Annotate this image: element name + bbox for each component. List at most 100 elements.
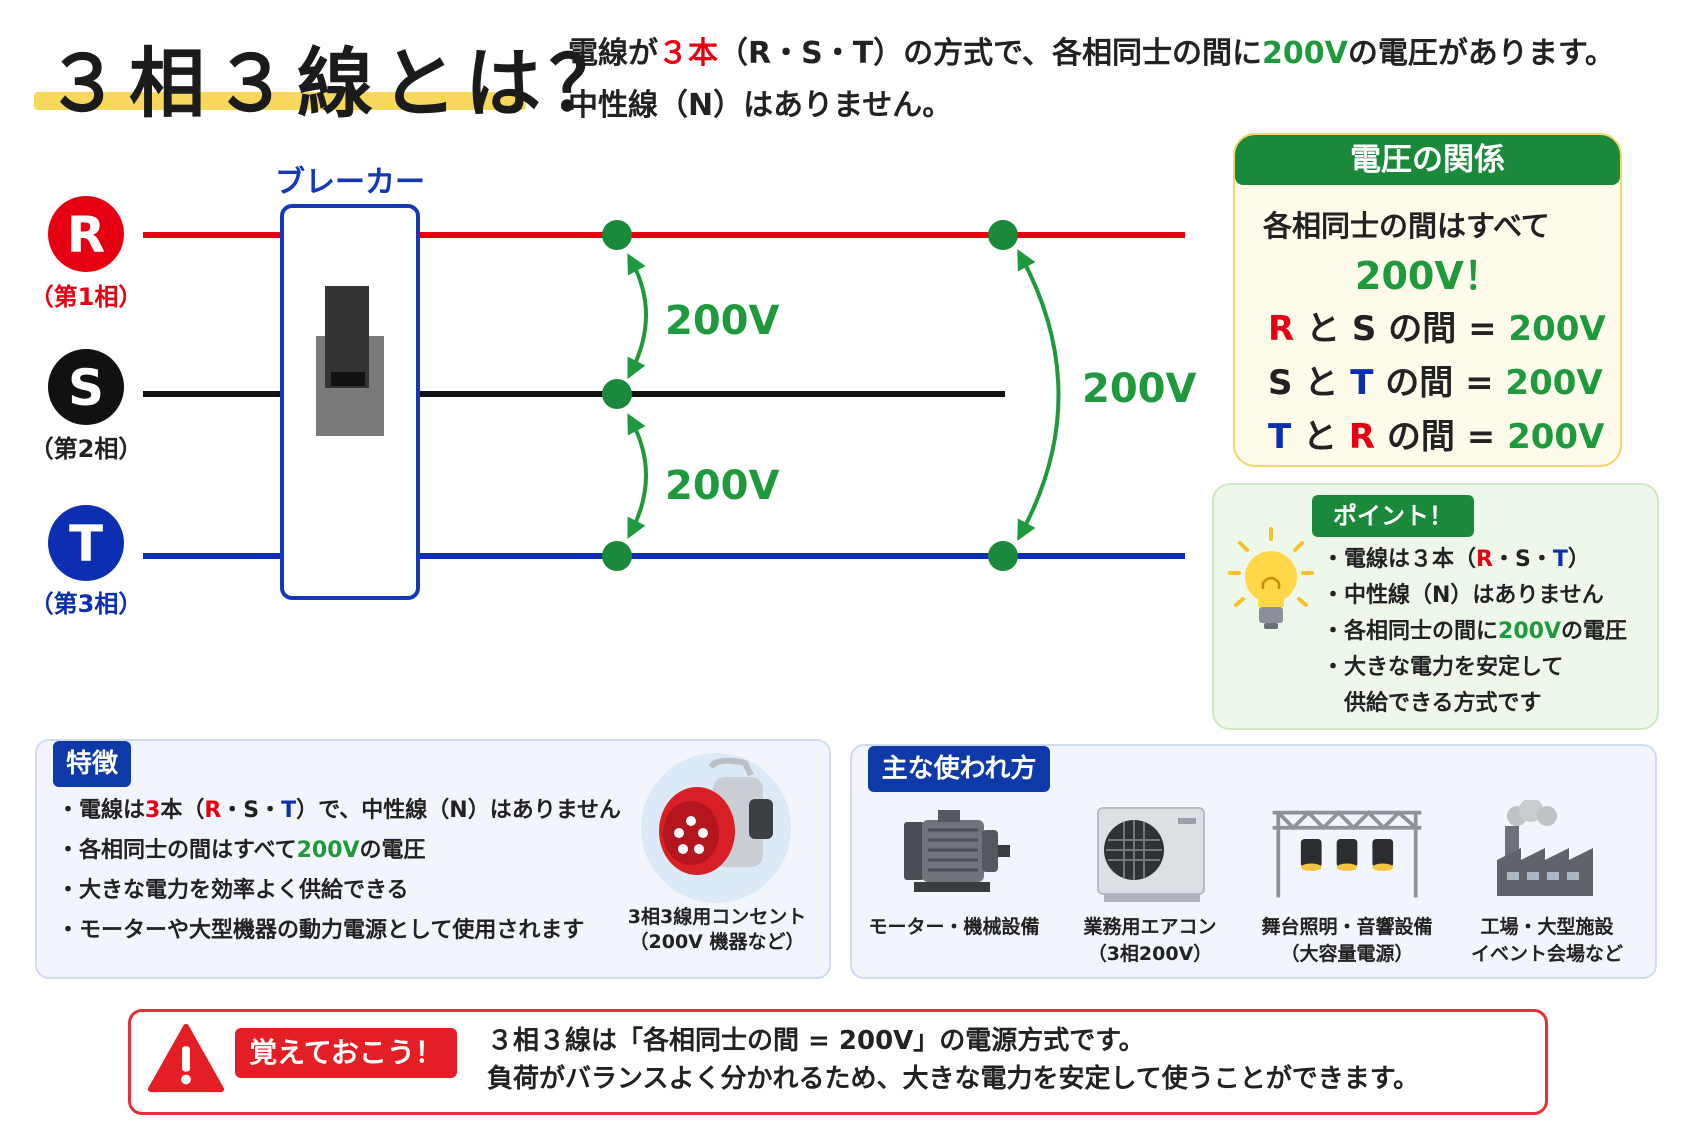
relation-conj: と <box>1306 309 1341 349</box>
point-text: 200V <box>1498 619 1561 644</box>
usage-caption-line: イベント会場など <box>1470 943 1623 965</box>
breaker-lever-tip <box>331 372 365 386</box>
usage-item-motor: モーター・機械設備 <box>859 800 1049 970</box>
list-item: ・各相同士の間に200Vの電圧 <box>1322 614 1627 650</box>
voltage-label-st: 200V <box>665 463 779 509</box>
lightbulb-icon <box>1228 527 1314 629</box>
feature-text: ・モーターや大型機器の動力電源として使用されます <box>57 918 585 943</box>
point-text: ・大きな電力を安定して <box>1322 655 1564 680</box>
junction-dot <box>988 541 1018 571</box>
phase-s-letter: S <box>68 359 104 417</box>
warning-icon <box>147 1023 225 1093</box>
remember-line: 負荷がバランスよく分かれるため、大きな電力を安定して使うことができます。 <box>487 1064 1420 1094</box>
voltage-arrow-st <box>627 413 648 539</box>
usage-caption-line: 工場・大型施設 <box>1480 916 1614 938</box>
relation-title: 電圧の関係 <box>1235 135 1620 185</box>
relation-text: 各相同士の間はすべて <box>1263 209 1550 243</box>
relation-conj: と <box>1304 363 1339 403</box>
usage-item-stage-lighting: 舞台照明・音響設備 （大容量電源） <box>1252 800 1442 970</box>
point-text: ・S・ <box>1492 547 1553 572</box>
intro-text-part: の電圧があります。 <box>1347 36 1615 71</box>
intro-line-2: 中性線（N）はありません。 <box>568 88 953 123</box>
usage-caption-line: 舞台照明・音響設備 <box>1261 916 1433 938</box>
phase-t-letter: T <box>69 515 103 573</box>
relation-phase: T <box>1268 417 1292 457</box>
feature-text: ・大きな電力を効率よく供給できる <box>57 878 409 903</box>
point-badge: ポイント！ <box>1312 495 1474 537</box>
usage-caption-line: （大容量電源） <box>1280 943 1414 965</box>
breaker-switch-lever[interactable] <box>325 286 369 388</box>
point-text: ・電線は３本（ <box>1322 547 1477 572</box>
phase-r-badge <box>48 196 124 272</box>
features-panel: 特徴 ・電線は3本（R・S・T）で、中性線（N）はありません ・各相同士の間はす… <box>35 739 831 979</box>
relation-phase: R <box>1268 309 1295 349</box>
intro-text-part: 電線が <box>568 36 658 71</box>
list-item: ・大きな電力を効率よく供給できる <box>57 871 621 911</box>
junction-dot <box>602 220 632 250</box>
relation-between: の間 <box>1388 309 1457 349</box>
relation-between: の間 <box>1386 417 1455 457</box>
phase-r-letter: R <box>67 206 106 264</box>
factory-icon <box>1497 800 1593 896</box>
air-conditioner-icon <box>1097 807 1205 902</box>
usage-panel: 主な使われ方 モーター・機械設備 <box>850 744 1657 979</box>
list-item: ・中性線（N）はありません <box>1322 578 1627 614</box>
usage-caption: 舞台照明・音響設備 （大容量電源） <box>1252 914 1442 968</box>
three-phase-plug-icon <box>659 757 773 875</box>
remember-badge: 覚えておこう！ <box>235 1028 457 1078</box>
plug-caption-line: 3相3線用コンセント <box>627 906 807 928</box>
page-title: ３相３線とは？ <box>45 39 633 128</box>
phase-s-label: （第2相） <box>30 435 143 463</box>
feature-text: ・各相同士の間はすべて <box>57 838 297 863</box>
features-badge: 特徴 <box>53 741 131 787</box>
point-text: ・各相同士の間に <box>1322 619 1499 644</box>
point-text: 供給できる方式です <box>1344 691 1542 716</box>
voltage-arrow-rs <box>627 253 648 379</box>
list-item: ・モーターや大型機器の動力電源として使用されます <box>57 911 621 951</box>
intro-wire-count: ３本 <box>658 36 718 71</box>
list-item: ・大きな電力を安定して <box>1322 650 1627 686</box>
relation-phase: S <box>1351 309 1377 349</box>
point-text: T <box>1552 547 1568 572</box>
relation-value: 200V <box>1507 417 1605 457</box>
breaker-label: ブレーカー <box>275 165 425 200</box>
intro-text-part: （R・S・T）の方式で、各相同士の間に <box>718 36 1262 71</box>
remember-bar: 覚えておこう！ ３相３線は「各相同士の間 = 200V」の電源方式です。 負荷が… <box>128 1009 1548 1115</box>
usage-item-factory: 工場・大型施設 イベント会場など <box>1452 800 1642 970</box>
feature-text: の電圧 <box>359 838 426 863</box>
point-text: R <box>1476 547 1493 572</box>
feature-text: R <box>204 798 222 823</box>
relation-conj: と <box>1303 417 1338 457</box>
list-item: ・電線は３本（R・S・T） <box>1322 542 1627 578</box>
phase-s-badge <box>48 349 124 425</box>
list-item: ・各相同士の間はすべて200Vの電圧 <box>57 831 621 871</box>
intro-voltage: 200V <box>1261 36 1348 71</box>
features-list: ・電線は3本（R・S・T）で、中性線（N）はありません ・各相同士の間はすべて2… <box>57 791 621 951</box>
feature-text: ・電線は <box>57 798 146 823</box>
relation-row-rs: R と S の間 = 200V <box>1268 301 1606 350</box>
stage-lighting-icon <box>1272 809 1422 898</box>
list-item: 供給できる方式です <box>1322 686 1627 722</box>
voltage-label-rs: 200V <box>665 298 779 344</box>
usage-caption: 工場・大型施設 イベント会場など <box>1452 914 1642 968</box>
phase-t-badge <box>48 505 124 581</box>
usage-caption: モーター・機械設備 <box>859 914 1049 941</box>
point-text: の電圧 <box>1560 619 1627 644</box>
remember-text: ３相３線は「各相同士の間 = 200V」の電源方式です。 負荷がバランスよく分か… <box>487 1022 1419 1098</box>
phase-r-label: （第1相） <box>30 283 143 311</box>
feature-text: 3 <box>145 798 161 823</box>
point-list: ・電線は３本（R・S・T） ・中性線（N）はありません ・各相同士の間に200V… <box>1322 542 1627 722</box>
relation-row-tr: T と R の間 = 200V <box>1268 409 1604 458</box>
point-text: ・中性線（N）はありません <box>1322 583 1604 608</box>
list-item: ・電線は3本（R・S・T）で、中性線（N）はありません <box>57 791 621 831</box>
feature-text: ・S・ <box>221 798 282 823</box>
relation-value: 200V <box>1505 363 1603 403</box>
usage-caption-line: 業務用エアコン <box>1083 916 1217 938</box>
usage-caption: 業務用エアコン （3相200V） <box>1055 914 1245 968</box>
relation-phase: S <box>1268 363 1293 403</box>
feature-text: ）で、中性線（N）はありません <box>296 798 622 823</box>
relation-voltage: 200V！ <box>1355 254 1502 298</box>
feature-text: 200V <box>296 838 360 863</box>
intro-text: 電線が３本（R・S・T）の方式で、各相同士の間に200Vの電圧があります。 中性… <box>568 28 1615 132</box>
relation-equals: = <box>1465 363 1494 403</box>
